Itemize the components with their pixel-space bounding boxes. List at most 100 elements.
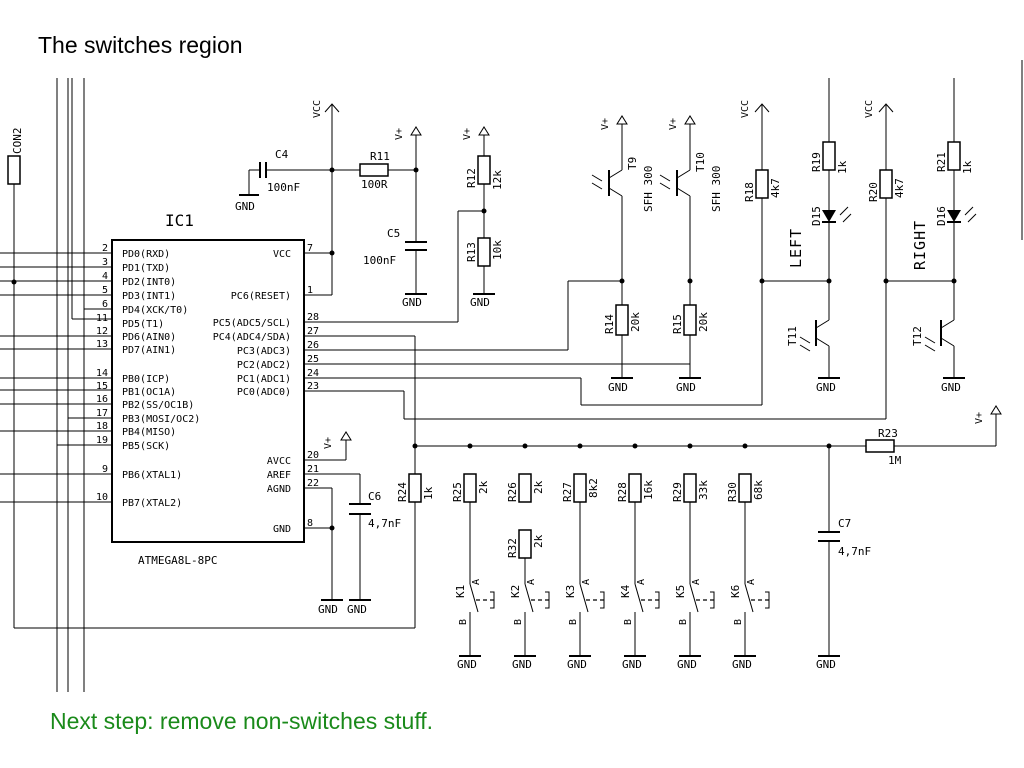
switch-pin-b: B: [623, 619, 634, 625]
r13-value: 10k: [491, 240, 504, 260]
left-sensor-group: [754, 78, 852, 379]
ic-left-pins: 2PD0(RXD)3PD1(TXD)4PD2(INT0)5PD3(INT1)6P…: [96, 243, 200, 509]
switch-pin-a: A: [691, 579, 702, 585]
phototransistor-t10: [659, 115, 696, 305]
ic-pin-label: GND: [273, 524, 291, 535]
ic-pin-number: 7: [307, 243, 313, 254]
c6-gnd-label: GND: [347, 603, 367, 616]
switch-name: K4: [619, 584, 632, 598]
ic-pin-number: 14: [96, 368, 108, 379]
r21-name: R21: [935, 152, 948, 172]
switch-pin-b: B: [733, 619, 744, 625]
ic-pin-label: PC2(ADC2): [237, 360, 291, 371]
c5-value: 100nF: [363, 254, 396, 267]
switch-gnd-label: GND: [512, 658, 532, 671]
ic-pin-number: 28: [307, 312, 319, 323]
t12-gnd-label: GND: [941, 381, 961, 394]
switch-name: K6: [729, 585, 742, 598]
ic-pin-number: 24: [307, 368, 319, 379]
r24-value: 1k: [422, 486, 435, 500]
switch-pin-a: A: [746, 579, 757, 585]
r13-gnd-label: GND: [470, 296, 490, 309]
t11-name: T11: [786, 326, 799, 346]
switch-k6: K6 A B GND: [729, 502, 771, 671]
right-label: RIGHT: [911, 220, 929, 270]
ic-body: [111, 239, 305, 543]
divider-r12-r13: [473, 126, 495, 295]
switch-bus: [408, 405, 1002, 657]
t9-name: T9: [626, 157, 639, 170]
r19-name: R19: [810, 152, 823, 172]
r11-name: R11: [370, 150, 390, 163]
ic-pin-number: 19: [96, 435, 108, 446]
ic-pin-label: PD6(AIN0): [122, 332, 176, 343]
c5-branch: [405, 126, 427, 295]
switch-pin-a: A: [581, 579, 592, 585]
phototransistor-t9: [591, 115, 628, 305]
ic-pin-label: PD0(RXD): [122, 249, 170, 260]
switch-pin-b: B: [458, 619, 469, 625]
vcc-label-1: VCC: [312, 100, 323, 118]
switch-pin-b: B: [568, 619, 579, 625]
resistors-r14-r15: [611, 304, 701, 379]
switch-gnd-label: GND: [732, 658, 752, 671]
ic-pin-label: VCC: [273, 249, 291, 260]
r15-name: R15: [671, 314, 684, 334]
vplus-r12-label: V+: [462, 128, 473, 140]
c4-gnd-label: GND: [235, 200, 255, 213]
capacitor-c6: [349, 503, 371, 515]
vcc-right-label: VCC: [864, 100, 875, 118]
r15-value: 20k: [697, 312, 710, 332]
r28-name: R28: [616, 482, 629, 502]
switch-name: K3: [564, 585, 577, 598]
ic-pin-label: PD5(T1): [122, 319, 164, 330]
ic-right-wires: [304, 106, 887, 600]
c5-gnd-label: GND: [402, 296, 422, 309]
r11-value: 100R: [361, 178, 388, 191]
t10-value: SFH 300: [710, 166, 723, 212]
agnd-gnd-label: GND: [318, 603, 338, 616]
switch-pin-a: A: [471, 579, 482, 585]
vplus-avcc: [340, 431, 352, 441]
r32-name: R32: [506, 538, 519, 558]
c6-value: 4,7nF: [368, 517, 401, 530]
r25-name: R25: [451, 482, 464, 502]
r23-name: R23: [878, 427, 898, 440]
ic-pin-label: PB5(SCK): [122, 441, 170, 452]
ic-pin-number: 23: [307, 381, 319, 392]
vplus-t10-label: V+: [668, 118, 679, 130]
left-label: LEFT: [787, 228, 805, 268]
left-bus-lines: [56, 78, 85, 692]
r27-value: 8k2: [587, 478, 600, 498]
r23-value: 1M: [888, 454, 902, 467]
ic-pin-label: PC6(RESET): [231, 291, 291, 302]
ic-pin-number: 22: [307, 478, 319, 489]
left-pin-wires: [0, 252, 112, 503]
r32-value: 2k: [532, 534, 545, 548]
r13-name: R13: [465, 242, 478, 262]
r29-value: 33k: [697, 480, 710, 500]
r18-name: R18: [743, 182, 756, 202]
ic-pin-label: PB7(XTAL2): [122, 498, 182, 509]
switch-gnd-label: GND: [457, 658, 477, 671]
ic-pin-number: 10: [96, 492, 108, 503]
t11-gnd-label: GND: [816, 381, 836, 394]
r15-gnd-label: GND: [676, 381, 696, 394]
r20-name: R20: [867, 182, 880, 202]
ic-pin-number: 21: [307, 464, 319, 475]
c7-value: 4,7nF: [838, 545, 871, 558]
c6-name: C6: [368, 490, 381, 503]
r25-value: 2k: [477, 480, 490, 494]
r28-value: 16k: [642, 480, 655, 500]
ic-pin-label: PC5(ADC5/SCL): [213, 318, 291, 329]
r21-value: 1k: [961, 160, 974, 174]
ic-pin-number: 8: [307, 518, 313, 529]
switch-pin-a: A: [526, 579, 537, 585]
r12-value: 12k: [491, 170, 504, 190]
r19-value: 1k: [836, 160, 849, 174]
vcc-left-label: VCC: [740, 100, 751, 118]
con2-label: CON2: [11, 128, 24, 155]
vplus-t9-label: V+: [600, 118, 611, 130]
c7-name: C7: [838, 517, 851, 530]
